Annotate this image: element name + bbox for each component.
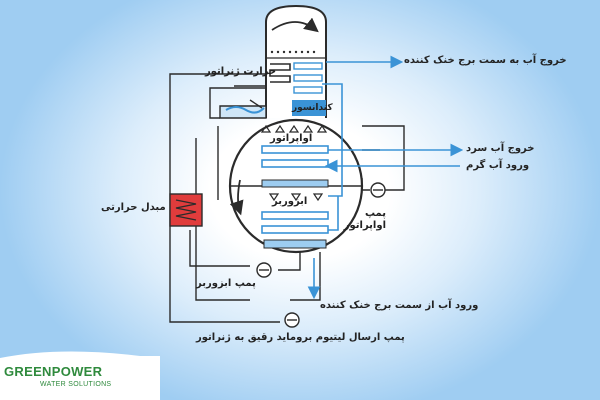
water-out-to-tower-label: خروج آب به سمت برج خنک کننده	[404, 55, 567, 66]
evaporator-label: اواپراتور	[270, 133, 313, 144]
generator-heat-label: حرارت ژنراتور	[205, 66, 277, 77]
brand-name: GREENPOWER	[4, 364, 103, 379]
heat-exchanger	[169, 193, 203, 227]
condenser-label: کندانسور	[292, 103, 333, 113]
absorber-pump	[256, 262, 272, 278]
absorber-pump-label: پمپ ابزوربر	[196, 278, 256, 289]
generator-tower	[219, 4, 327, 119]
evaporator-pump	[370, 182, 386, 198]
solution-pump-label: پمپ ارسال لیتیوم برومايد رقيق به ژنراتور	[196, 332, 405, 343]
brand-tagline: WATER SOLUTIONS	[40, 381, 112, 388]
hot-water-in-label: ورود آب گرم	[466, 160, 530, 171]
solution-pump	[284, 312, 300, 328]
water-in-from-tower-label: ورود آب از سمت برج خنک کننده	[320, 300, 479, 311]
brand-logo: GREENPOWER WATER SOLUTIONS	[0, 350, 160, 400]
evaporator-pump-label: پمپ اواپراتور	[343, 208, 386, 231]
chilled-water-out-label: خروج آب سرد	[466, 143, 535, 154]
absorber-label: ابزوربر	[272, 196, 308, 207]
heat-exchanger-label: مبدل حرارتی	[101, 202, 166, 213]
